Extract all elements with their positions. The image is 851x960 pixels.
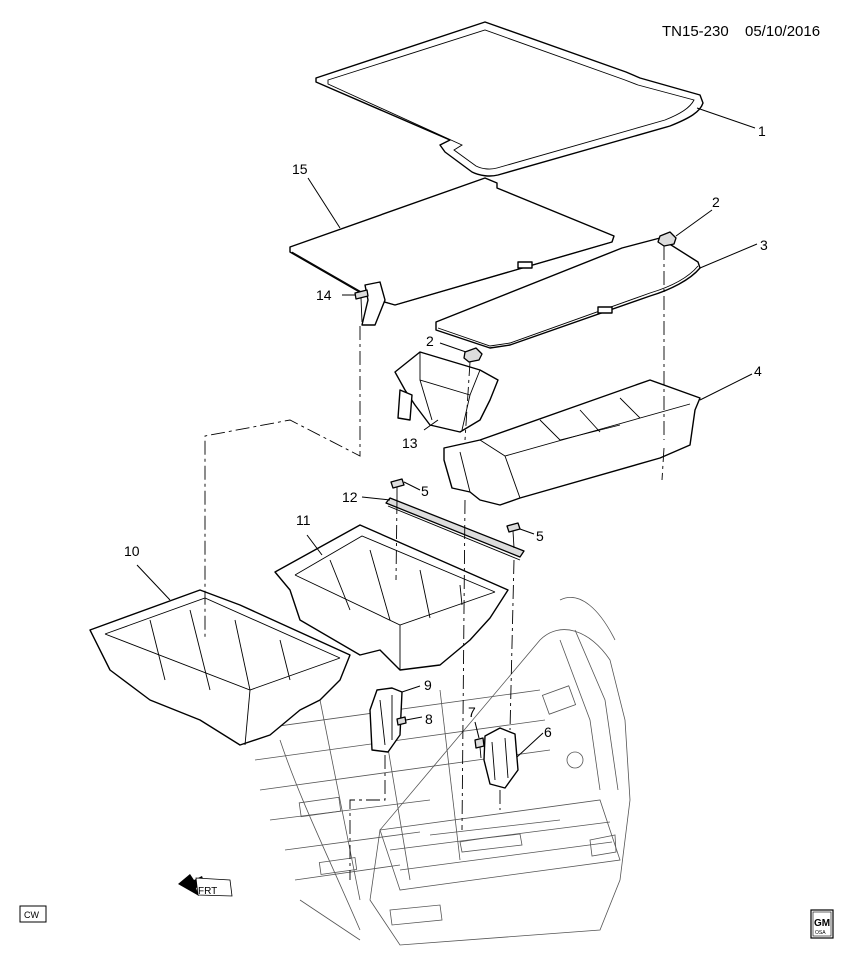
part-14-bolt xyxy=(354,289,369,323)
callout-10: 10 xyxy=(124,543,140,559)
callout-5-lower: 5 xyxy=(536,528,544,544)
part-11-center-storage-tray xyxy=(274,524,509,671)
alignment-lines xyxy=(204,246,665,880)
cw-badge: CW xyxy=(19,905,47,923)
callout-2-upper: 2 xyxy=(712,194,720,210)
part-4-rear-storage-tray xyxy=(443,379,701,506)
cw-badge-text: CW xyxy=(24,910,39,920)
diagram-date: 05/10/2016 xyxy=(745,23,820,40)
part-13-storage-bin xyxy=(394,351,499,433)
front-label: FRT xyxy=(198,886,217,897)
callout-8: 8 xyxy=(425,711,433,727)
callout-4: 4 xyxy=(754,363,762,379)
part-10-left-storage-tray xyxy=(89,589,351,746)
part-5-bolt-upper xyxy=(390,478,405,500)
callout-3: 3 xyxy=(760,237,768,253)
part-2-retainer-upper xyxy=(657,231,677,247)
callout-labels: 1 2 2 3 4 5 5 6 7 8 9 10 11 12 13 14 15 xyxy=(124,123,768,740)
callout-5-upper: 5 xyxy=(421,483,429,499)
part-1-cargo-floor-mat xyxy=(315,21,704,177)
part-5-bolt-lower xyxy=(506,522,521,549)
vehicle-body-outline xyxy=(249,597,631,946)
diagram-id: TN15-230 xyxy=(662,23,729,40)
callout-7: 7 xyxy=(468,704,476,720)
callout-11: 11 xyxy=(296,512,311,528)
callout-2-lower: 2 xyxy=(426,333,434,349)
part-7-bolt xyxy=(474,737,485,759)
callout-6: 6 xyxy=(544,724,552,740)
callout-15: 15 xyxy=(292,161,308,177)
callout-13: 13 xyxy=(402,435,418,451)
gm-logo-text: GM xyxy=(814,918,830,929)
part-3-rear-load-floor-panel xyxy=(435,237,701,349)
part-9-bracket xyxy=(369,687,403,753)
leader-lines xyxy=(136,107,758,758)
callout-14: 14 xyxy=(316,287,332,303)
callout-12: 12 xyxy=(342,489,358,505)
part-2-retainer-lower xyxy=(463,347,483,363)
gm-logo-icon: GM OSA xyxy=(810,909,834,939)
gm-logo-subtext: OSA xyxy=(815,930,826,936)
part-6-bracket xyxy=(483,727,519,789)
part-8-bolt xyxy=(396,716,407,726)
callout-9: 9 xyxy=(424,677,432,693)
callout-1: 1 xyxy=(758,123,766,139)
front-direction-arrow-icon: FRT xyxy=(178,874,233,897)
